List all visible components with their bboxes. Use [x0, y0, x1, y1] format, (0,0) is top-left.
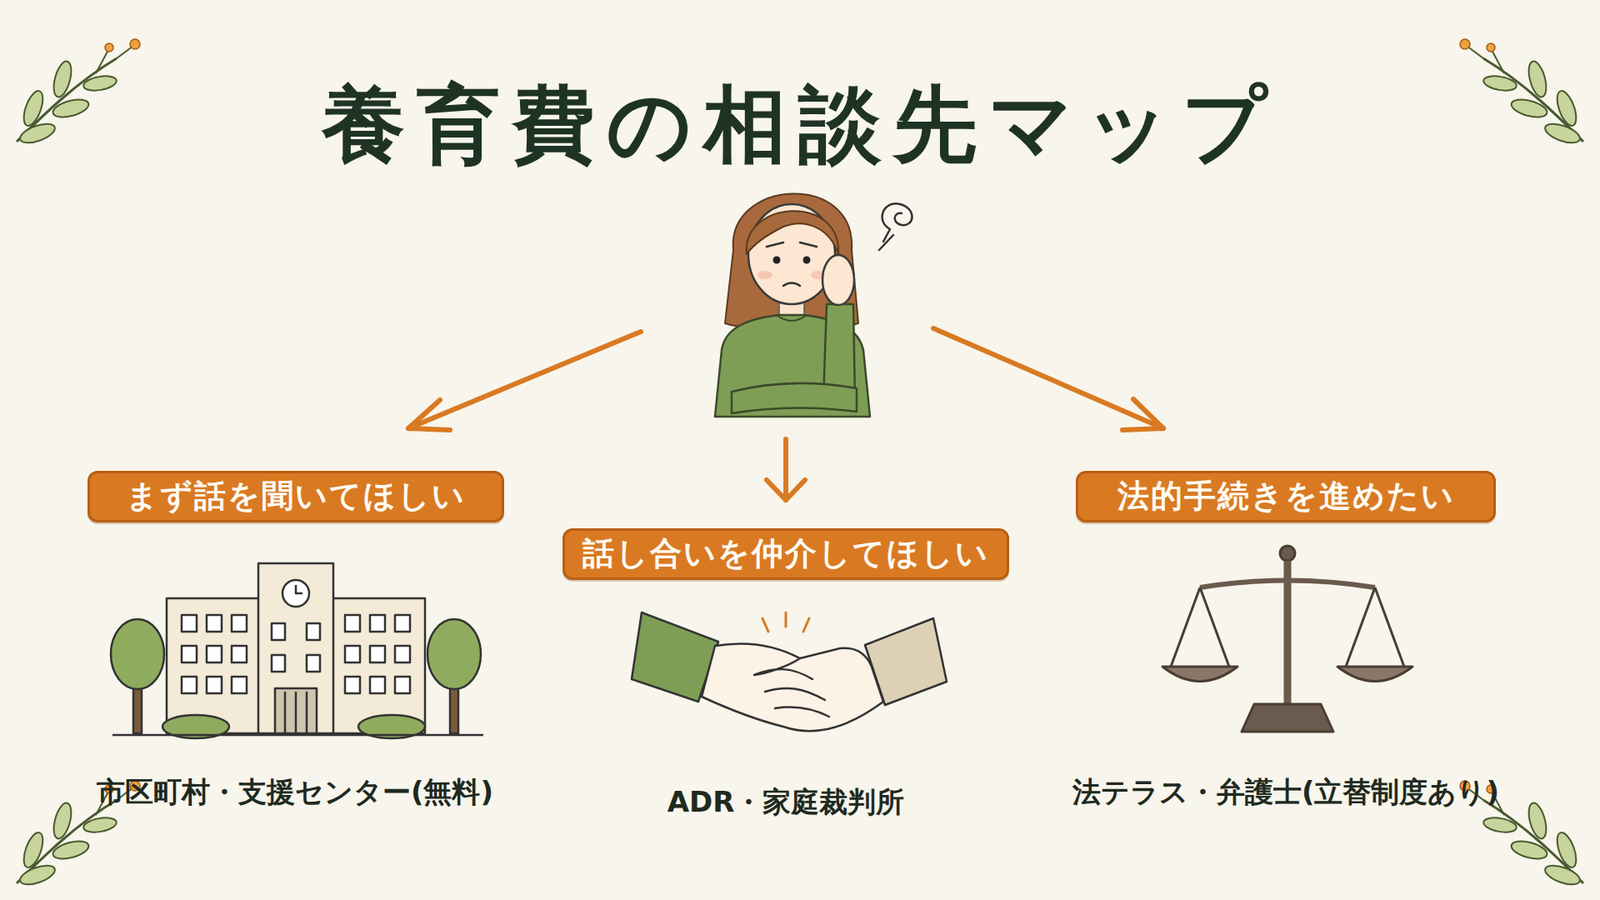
- category-pill: 話し合いを仲介してほしい: [562, 528, 1010, 580]
- pill-text: まず話を聞いてほしい: [125, 478, 466, 515]
- category-pill: まず話を聞いてほしい: [87, 470, 505, 523]
- scales-icon: [1162, 545, 1413, 732]
- category-pill: 法的手続きを進めたい: [1075, 470, 1496, 523]
- handshake-icon: [631, 612, 947, 731]
- worried-person: [715, 193, 913, 417]
- building-icon: [110, 563, 484, 739]
- caption: 市区町村・支援センター(無料): [61, 775, 529, 810]
- pill-text: 話し合いを仲介してほしい: [582, 535, 990, 573]
- caption: 法テラス・弁護士(立替制度あり): [1052, 775, 1520, 810]
- title: 養育費の相談先マップ: [321, 79, 1279, 171]
- leaf-decoration: [16, 39, 1584, 889]
- caption: ADR・家庭裁判所: [552, 785, 1020, 820]
- pill-text: 法的手続きを進めたい: [1117, 478, 1455, 515]
